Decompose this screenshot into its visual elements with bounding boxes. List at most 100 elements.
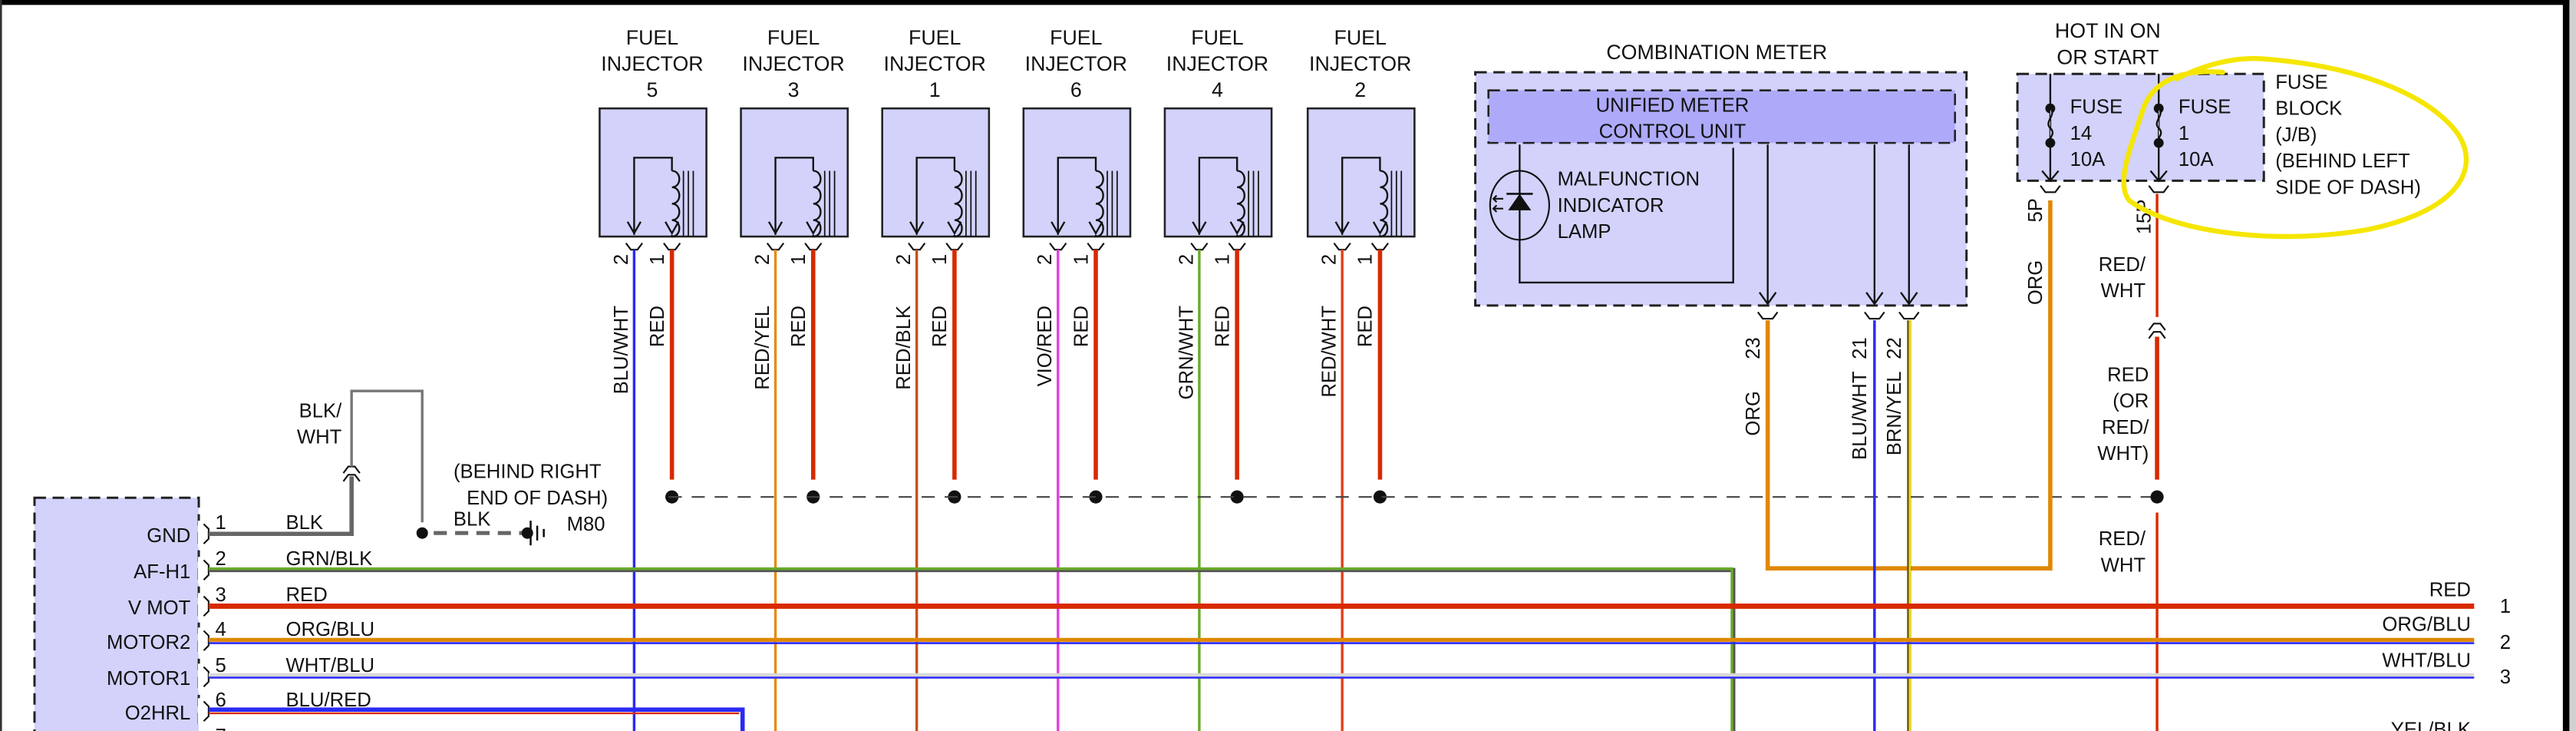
injector-number: 6 (1070, 78, 1082, 101)
injector-subtitle: INJECTOR (742, 52, 844, 75)
coil-core-icon (965, 170, 977, 237)
injector-circuit (633, 157, 673, 235)
splice-dot (1373, 490, 1387, 504)
injector-title: FUEL (626, 26, 678, 49)
injector-circuit (1341, 157, 1381, 235)
top-border (0, 0, 2576, 5)
ecm-pin-name: V MOT (128, 597, 191, 619)
ecm-connector (203, 666, 209, 687)
injector-title: FUEL (767, 26, 820, 49)
splice-label-4: WHT) (2097, 443, 2149, 465)
injector-number: 5 (647, 78, 658, 101)
right-wire-org-blu: ORG/BLU (2382, 614, 2471, 636)
meter-pin-22: 22 (1884, 337, 1905, 359)
injector-power-wire-label: RED (1355, 306, 1377, 347)
fuse1-number: 1 (2179, 123, 2189, 144)
injector-title: FUEL (909, 26, 961, 49)
fuse-connectors (2040, 185, 2169, 194)
injector-pin-1: 1 (1355, 254, 1377, 265)
combination-meter: COMBINATION METER UNIFIED METER CONTROL … (1474, 41, 1968, 460)
fuse-block-name-4: (BEHIND LEFT (2275, 150, 2410, 172)
solenoid-coil-icon (953, 170, 963, 238)
splice-label-3: RED/ (2102, 417, 2149, 438)
injector-box (1306, 107, 1416, 238)
injector-signal-wire-label: RED/YEL (752, 306, 773, 390)
lamp-label-1: MALFUNCTION (1558, 169, 1700, 190)
injector-number: 3 (788, 78, 800, 101)
blk-wht-label-1: BLK/ (299, 400, 343, 422)
ecm-wire-label: GRN/BLK (286, 548, 373, 570)
led-lamp-icon (1489, 170, 1550, 241)
injector-pin-2: 2 (752, 254, 773, 265)
injector-signal-wire-label: RED/BLK (893, 306, 915, 390)
ecm-pin-number: 1 (215, 512, 226, 534)
right-pin-2: 2 (2500, 632, 2511, 653)
left-border (0, 0, 2, 731)
injector-pin-1: 1 (929, 254, 951, 265)
injector-subtitle: INJECTOR (1309, 52, 1411, 75)
ecm-wire-label: BLK (286, 512, 324, 534)
injector-box (1163, 107, 1273, 238)
control-unit-label-1: UNIFIED METER (1596, 94, 1750, 116)
ecm-pin-name: MOTOR2 (107, 632, 190, 653)
injector-pin-1: 1 (1212, 254, 1233, 265)
injector-title: FUEL (1050, 26, 1102, 49)
injector-signal-wire-label: GRN/WHT (1176, 306, 1197, 400)
inline-connector-red (2148, 322, 2166, 339)
ecm-pin-name: MOTOR1 (107, 668, 190, 690)
fuse-block-name-3: (J/B) (2275, 124, 2317, 146)
injector-signal-wire-label: VIO/RED (1034, 306, 1056, 387)
scrollbar-track[interactable] (2569, 0, 2576, 731)
ecm-pin-name: O2HRL (125, 703, 191, 724)
ground-location-2: END OF DASH) (467, 488, 608, 509)
right-connector: RED 1 ORG/BLU 2 WHT/BLU 3 YEL/BLK (2382, 580, 2511, 731)
right-pin-3: 3 (2500, 666, 2511, 688)
terminal-arrows (767, 221, 821, 236)
coil-core-icon (1390, 170, 1403, 237)
lamp-circuit-line (1519, 144, 1734, 284)
lamp-label-2: INDICATOR (1558, 195, 1664, 217)
meter-wire-brn-yel: BRN/YEL (1884, 371, 1905, 455)
ground-location-1: (BEHIND RIGHT (454, 461, 602, 483)
meter-wire-org: ORG (1743, 391, 1764, 435)
ecm-pin-number: 3 (215, 584, 226, 606)
ecm-pin-number: 6 (215, 690, 226, 711)
solenoid-coil-icon (1094, 170, 1104, 238)
ecm-pin-number: 7 (215, 726, 226, 731)
injector-subtitle: INJECTOR (1025, 52, 1127, 75)
diode-triangle-icon (1508, 194, 1532, 210)
lamp-label-3: LAMP (1558, 221, 1611, 243)
wire-grn-blk-base (208, 567, 1736, 731)
solenoid-coil-icon (1235, 170, 1245, 238)
fuse14-rating: 10A (2070, 149, 2106, 170)
right-wire-yel-blk: YEL/BLK (2391, 719, 2471, 731)
fuse14-number: 14 (2070, 123, 2093, 144)
fuse1-icon (2155, 108, 2162, 144)
meter-pin-23: 23 (1743, 337, 1764, 359)
fuse-block: HOT IN ON OR START FUSE 14 10A FUSE 1 10… (2016, 19, 2421, 305)
wire-blk-wht (350, 389, 424, 523)
ecm-connector (203, 559, 209, 580)
solenoid-coil-icon (812, 170, 822, 238)
fuse1-wire-label-2: WHT (2101, 280, 2146, 302)
ecm-pin-number: 4 (215, 619, 226, 640)
ecm-connector (203, 630, 209, 651)
fuse1-label: FUSE (2179, 97, 2231, 118)
injector-pin-2: 2 (1176, 254, 1197, 265)
hot-in-on-label: HOT IN ON (2055, 19, 2161, 42)
ecm-wire-label: WHT/BLU (286, 655, 375, 676)
injector-box (881, 107, 991, 238)
right-pin-1: 1 (2500, 596, 2511, 617)
solenoid-coil-icon (1379, 170, 1389, 238)
splice-dot (1230, 490, 1244, 504)
injector-subtitle: INJECTOR (1166, 52, 1268, 75)
right-wire-wht-blu: WHT/BLU (2382, 650, 2471, 672)
